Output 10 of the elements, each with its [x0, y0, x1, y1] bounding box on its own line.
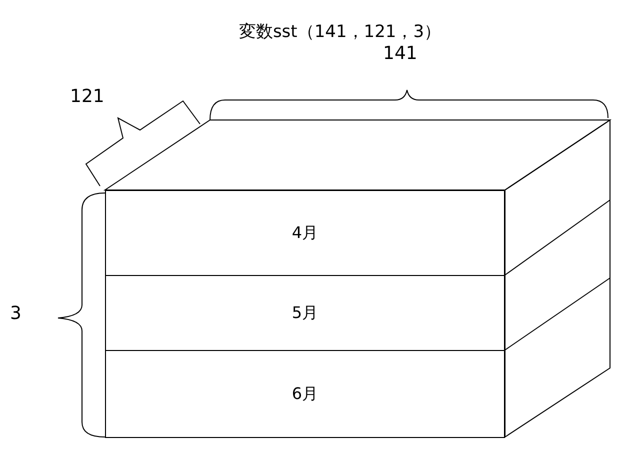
- layer-box: [105, 350, 505, 438]
- layer-label: 6月: [292, 383, 318, 405]
- dimension-label: 3: [10, 305, 22, 323]
- layer-box: [105, 190, 505, 276]
- dimension-label: 141: [383, 45, 418, 63]
- layer-label: 5月: [292, 302, 318, 324]
- title: 変数sst（141，121，3）: [238, 21, 442, 44]
- layer-box: [105, 275, 505, 351]
- dimension-label: 121: [70, 88, 104, 106]
- layer-label: 4月: [292, 222, 318, 244]
